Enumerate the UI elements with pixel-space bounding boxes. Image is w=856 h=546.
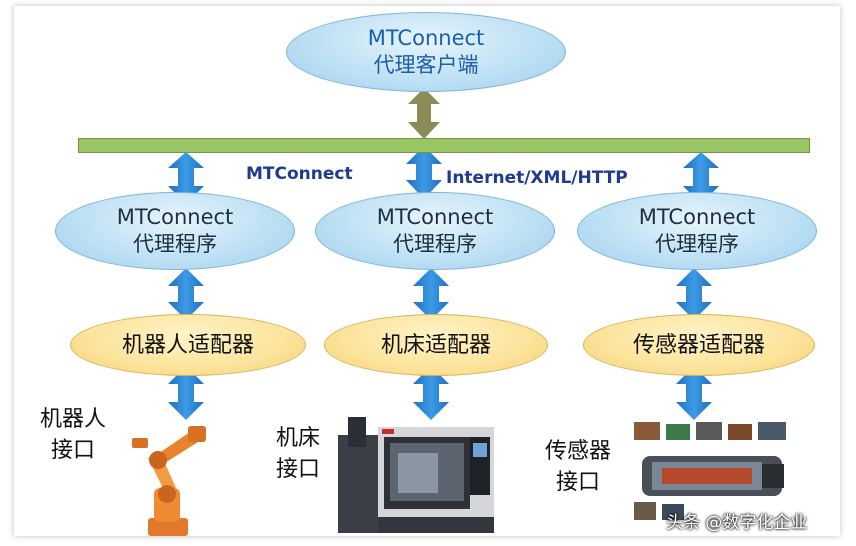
robot-adapter-node: 机器人适配器 [70,314,306,376]
bus-agent2-arrow [406,146,442,199]
sensor-adapter-node: 传感器适配器 [583,314,815,376]
sensor-label-line2: 接口 [556,470,601,495]
agent-line1: MTConnect [376,205,494,229]
machine-label-line2: 接口 [276,457,321,482]
machine-adapter-node: 机床适配器 [324,314,548,376]
adapter1-device-arrow [168,366,204,420]
machine-label-line1: 机床 [276,426,321,451]
agent-line2: 代理程序 [393,232,477,256]
machine-interface-label: 机床 接口 [276,423,320,485]
bus-agent3-arrow [683,152,719,204]
adapter2-device-arrow [413,366,449,420]
agent-node-machine: MTConnect 代理程序 [315,192,555,270]
client-bus-arrow [408,88,440,139]
bus-label-mtconnect: MTConnect [246,164,353,184]
agent-line2: 代理程序 [133,232,217,256]
adapter3-device-arrow [676,366,712,420]
robot-interface-label: 机器人 接口 [40,404,106,466]
sensor-spindle-image [634,422,786,520]
robot-label-line2: 接口 [51,438,96,463]
robot-label-line1: 机器人 [40,407,107,432]
agent2-adapter-arrow [413,268,449,320]
agent3-adapter-arrow [676,268,712,320]
sensor-interface-label: 传感器 接口 [545,436,611,498]
agent-line1: MTConnect [116,205,234,229]
watermark: 头条 @数字化企业 [666,513,808,533]
client-line1: MTConnect [367,26,485,50]
sensor-label-line1: 传感器 [545,439,612,464]
cnc-machine-image [338,417,494,533]
agent-line2: 代理程序 [655,232,739,256]
agent-line1: MTConnect [638,205,756,229]
agent-node-robot: MTConnect 代理程序 [55,192,295,270]
agent-client-node: MTConnect 代理客户端 [286,12,566,92]
agent1-adapter-arrow [168,268,204,320]
network-bus [78,138,810,153]
bus-agent1-arrow [168,152,204,204]
bus-label-protocol: Internet/XML/HTTP [446,168,628,188]
client-line2: 代理客户端 [373,53,479,77]
robot-arm-image [132,426,206,536]
agent-node-sensor: MTConnect 代理程序 [577,192,817,270]
